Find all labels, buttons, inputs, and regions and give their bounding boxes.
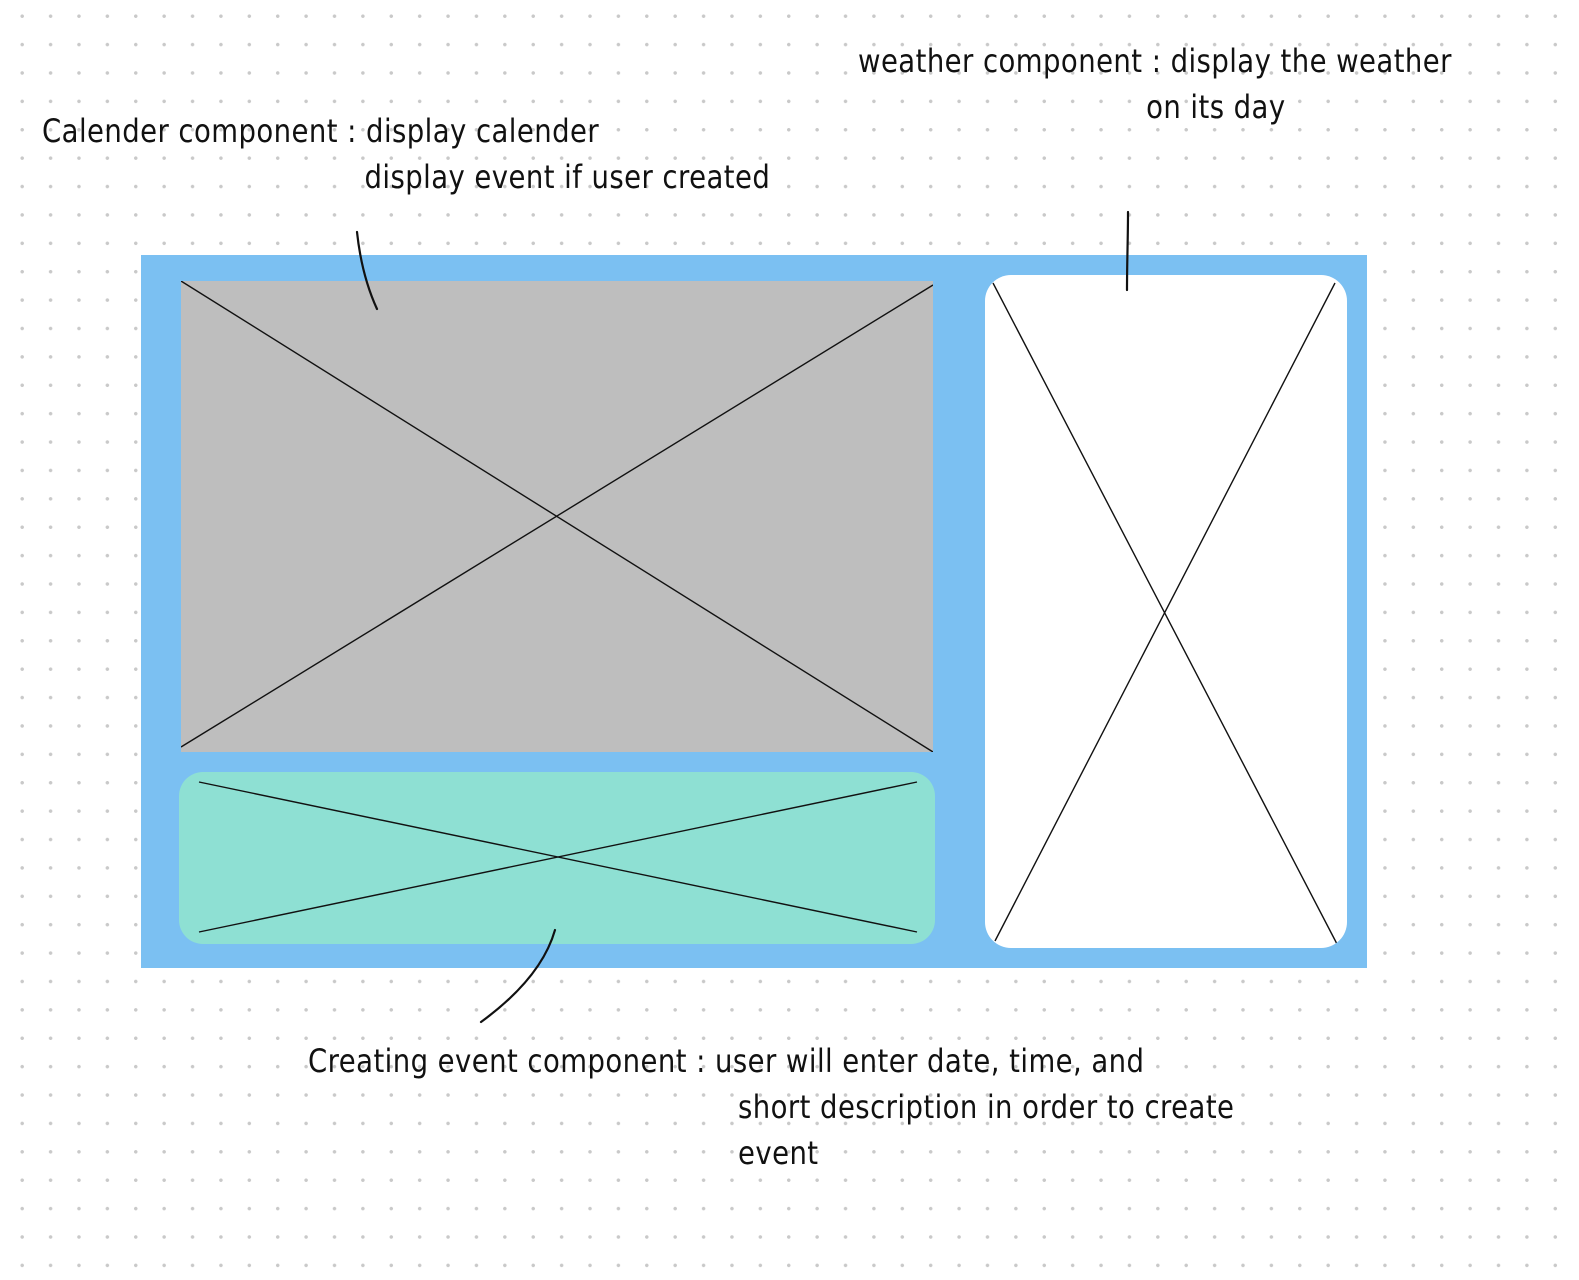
weather-annotation-line-1: weather component : display the weather xyxy=(858,42,1452,80)
weather-placeholder-cross xyxy=(992,282,1338,945)
calendar-annotation-line-1: Calender component : display calender xyxy=(42,112,600,150)
calendar-annotation: Calender component : display calender di… xyxy=(42,108,770,200)
weather-annotation: weather component : display the weather … xyxy=(858,38,1452,130)
calendar-component-placeholder xyxy=(181,281,933,752)
create-event-annotation-line-2: short description in order to create xyxy=(738,1088,1235,1126)
app-layout-frame xyxy=(141,255,1367,968)
create-event-annotation-line-1: Creating event component : user will ent… xyxy=(308,1042,1145,1080)
create-event-component-placeholder xyxy=(179,772,935,944)
calendar-cross-line-b xyxy=(181,284,933,748)
create-event-annotation-line-3: event xyxy=(738,1134,819,1172)
event-placeholder-cross xyxy=(198,781,918,933)
weather-cross-line-b xyxy=(994,282,1336,942)
create-event-annotation: Creating event component : user will ent… xyxy=(308,1038,1234,1176)
weather-annotation-line-2: on its day xyxy=(1146,88,1286,126)
calendar-annotation-line-2: display event if user created xyxy=(364,158,771,196)
event-cross-line-b xyxy=(198,781,918,933)
calendar-placeholder-cross xyxy=(181,281,933,752)
weather-component-placeholder xyxy=(985,275,1347,948)
